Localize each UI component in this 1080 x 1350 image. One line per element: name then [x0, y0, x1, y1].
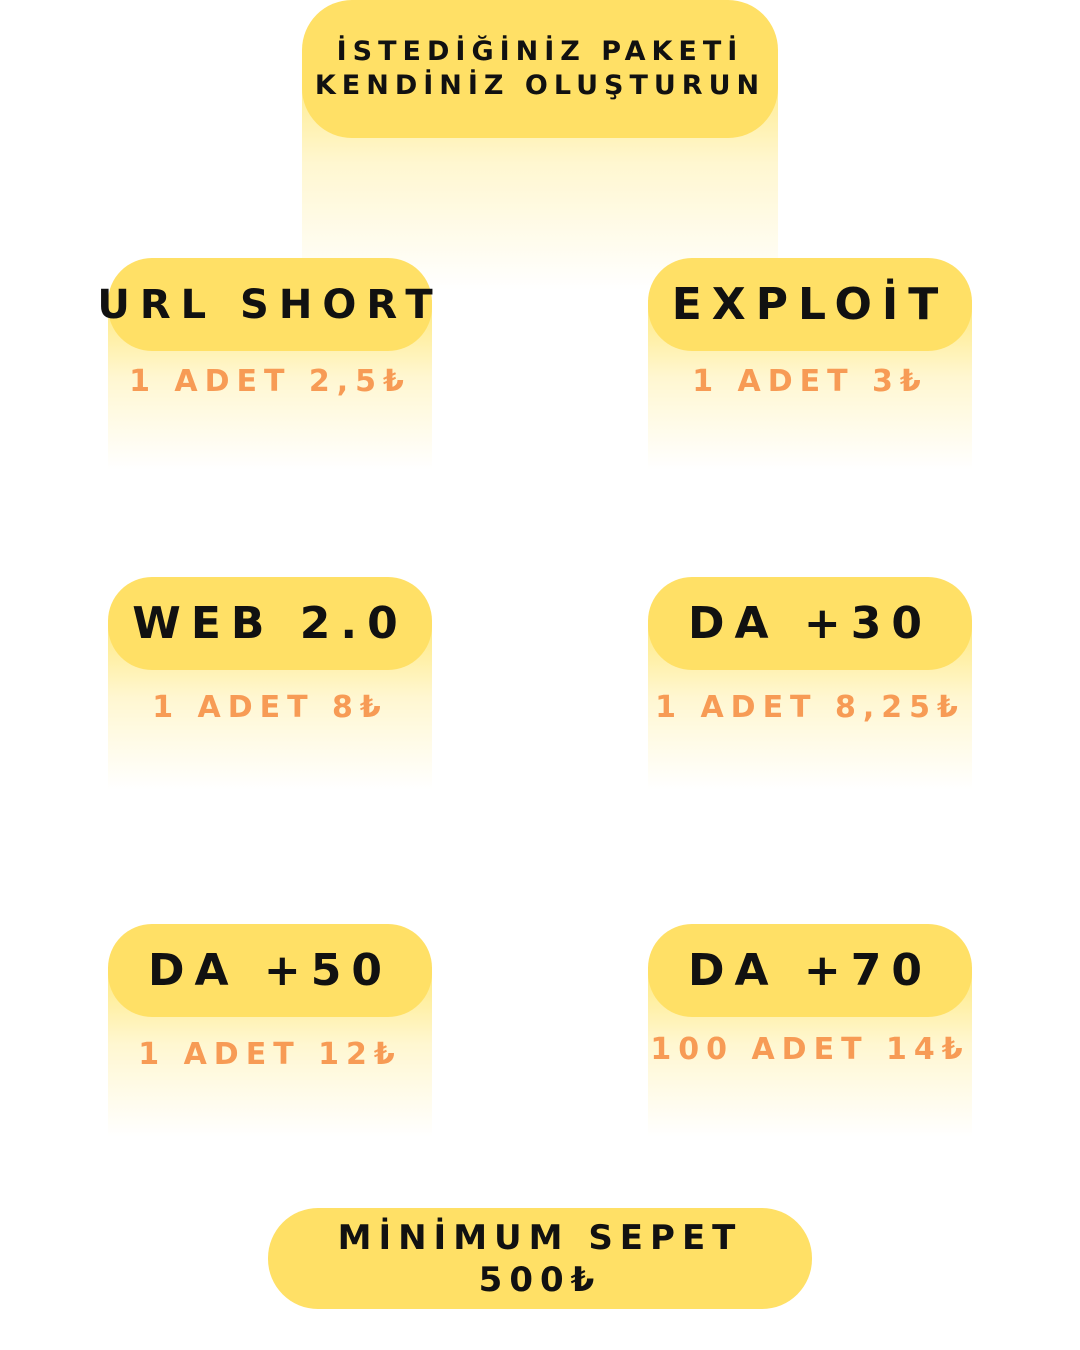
package-name: URL SHORT [97, 281, 443, 328]
minimum-basket-text: MİNİMUM SEPET 500₺ [338, 1217, 743, 1301]
header-line-1: İSTEDİĞİNİZ PAKETİ [336, 36, 744, 67]
package-price: 1 ADET 12₺ [138, 1037, 402, 1072]
package-da-50: DA +50 [108, 924, 432, 1017]
package-price: 1 ADET 3₺ [692, 364, 928, 399]
minimum-basket-banner: MİNİMUM SEPET 500₺ [268, 1208, 812, 1309]
package-name: DA +70 [688, 945, 932, 996]
package-price: 1 ADET 8₺ [152, 690, 388, 725]
header-title: İSTEDİĞİNİZ PAKETİ KENDİNİZ OLUŞTURUN [315, 35, 765, 103]
package-name: WEB 2.0 [132, 598, 408, 649]
package-price: 1 ADET 2,5₺ [129, 364, 411, 399]
package-url-short: URL SHORT [97, 258, 433, 351]
package-exploit: EXPLOİT [648, 258, 972, 351]
package-name: DA +50 [148, 945, 392, 996]
package-da-70: DA +70 [648, 924, 972, 1017]
package-name: DA +30 [688, 598, 932, 649]
minimum-basket-label: MİNİMUM SEPET [337, 1217, 743, 1258]
package-name: EXPLOİT [671, 279, 949, 330]
package-price: 100 ADET 14₺ [650, 1032, 970, 1067]
header-line-2: KENDİNİZ OLUŞTURUN [314, 70, 766, 101]
minimum-basket-amount: 500₺ [478, 1259, 602, 1300]
package-price: 1 ADET 8,25₺ [655, 690, 965, 725]
package-da-30: DA +30 [648, 577, 972, 670]
package-web-2: WEB 2.0 [108, 577, 432, 670]
header-banner: İSTEDİĞİNİZ PAKETİ KENDİNİZ OLUŞTURUN [302, 0, 778, 138]
